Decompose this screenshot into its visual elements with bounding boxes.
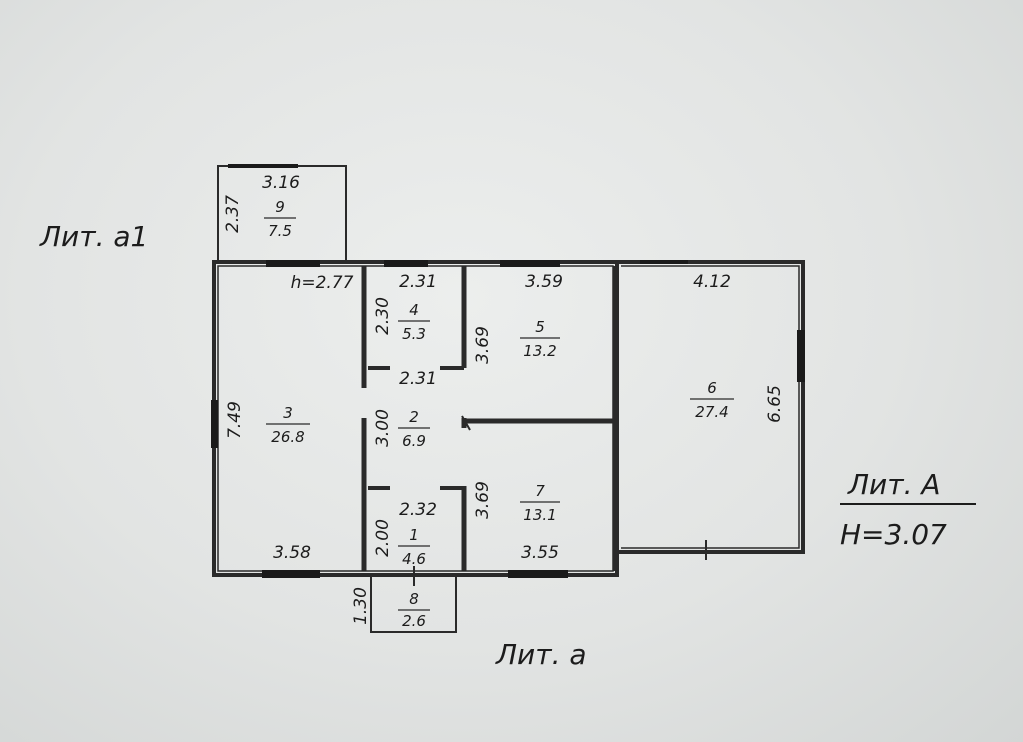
door-room2-post (461, 415, 471, 431)
literal-a1: Лит. а1 (39, 220, 148, 253)
room-7-area: 13.1 (523, 506, 556, 524)
literal-a: Лит. а (495, 638, 587, 671)
dim-room9-width: 3.16 (262, 173, 300, 193)
dim-room4-bottom: 2.31 (399, 369, 437, 389)
room-6-wall (617, 260, 805, 554)
room-5-number: 5 (535, 318, 545, 336)
dim-room1-top: 2.32 (399, 500, 437, 520)
room-2-number: 2 (409, 408, 419, 426)
room-3-area: 26.8 (271, 428, 304, 446)
room-8-wall (370, 575, 457, 633)
dim-room6-top: 4.12 (693, 272, 731, 292)
window-room4-top (384, 260, 428, 267)
dim-room4-side: 2.30 (373, 297, 393, 335)
dim-room7-side: 3.69 (473, 481, 493, 519)
dim-room6-side: 6.65 (765, 385, 785, 423)
room-3-number: 3 (283, 404, 293, 422)
room-9-number: 9 (275, 198, 285, 216)
room-7-number: 7 (535, 482, 545, 500)
room-6-area: 27.4 (695, 403, 728, 421)
dim-room9-depth: 2.37 (223, 195, 243, 233)
room-4-number: 4 (409, 301, 419, 319)
room-8-area: 2.6 (402, 612, 426, 630)
dim-room5-top: 3.59 (525, 272, 563, 292)
room-5-area: 13.2 (523, 342, 556, 360)
room-1-area: 4.6 (402, 550, 426, 568)
window-room3-left (211, 400, 218, 448)
building-height: H=3.07 (840, 518, 947, 551)
room-1-number: 1 (409, 526, 419, 544)
ceiling-height-note: h=2.77 (291, 273, 354, 293)
literal-A: Лит. А (847, 468, 941, 501)
dim-room3-height: 7.49 (225, 401, 245, 439)
window-room3-top (266, 260, 320, 267)
dim-room7-width: 3.55 (521, 543, 559, 563)
window-room3-bottom (262, 570, 320, 578)
dim-room2-side: 3.00 (373, 409, 393, 447)
window-room6-top (640, 260, 688, 264)
window-room9 (228, 164, 298, 168)
dim-room5-side: 3.69 (473, 326, 493, 364)
window-room7-bottom (508, 570, 568, 578)
room-2-area: 6.9 (402, 432, 426, 450)
window-room6-right (797, 330, 805, 382)
room-9-area: 7.5 (268, 222, 292, 240)
dim-room1-side: 2.00 (373, 519, 393, 557)
room-4-area: 5.3 (402, 325, 426, 343)
room-6-number: 6 (707, 379, 717, 397)
dim-room8-side: 1.30 (351, 587, 371, 625)
room-8-number: 8 (409, 590, 419, 608)
dim-room4-top: 2.31 (399, 272, 437, 292)
window-room5-top (500, 260, 560, 267)
dim-room3-width: 3.58 (273, 543, 311, 563)
outer-wall (212, 260, 619, 577)
